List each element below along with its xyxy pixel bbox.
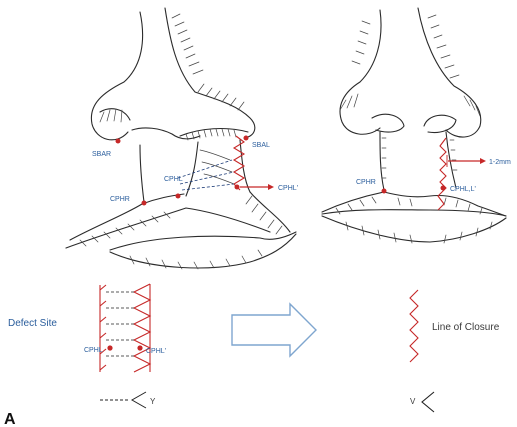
transition-arrow <box>232 304 316 356</box>
label-cphr-after: CPHR <box>356 179 376 186</box>
pre-repair-sketch: SBAR SBAL CPHR CPHL CPHL' <box>66 8 298 269</box>
label-cphl-schematic: CPHL <box>84 347 103 354</box>
defect-site-schematic: Defect Site CPHL CPHL' <box>8 284 166 372</box>
label-defect-site: Defect Site <box>8 318 57 329</box>
label-cphr-before: CPHR <box>110 196 130 203</box>
label-line-of-closure: Line of Closure <box>432 322 500 333</box>
label-cphl-merged: CPHL,L' <box>450 186 476 193</box>
legend-v-label: V <box>410 397 416 406</box>
label-sbar: SBAR <box>92 151 111 158</box>
legend-y-label: Y <box>150 397 156 406</box>
label-cphl-prime-schematic: CPHL' <box>146 348 166 355</box>
closure-schematic: Line of Closure <box>410 290 500 362</box>
label-cphl-prime-before: CPHL' <box>278 185 298 192</box>
label-sbal: SBAL <box>252 142 270 149</box>
label-gap-1-2mm: 1-2mm <box>489 159 511 166</box>
legend: Y V <box>100 392 434 412</box>
label-cphl-before: CPHL <box>164 176 183 183</box>
panel-label: A <box>4 411 16 427</box>
post-repair-sketch: CPHR CPHL,L' 1-2mm <box>322 8 511 243</box>
